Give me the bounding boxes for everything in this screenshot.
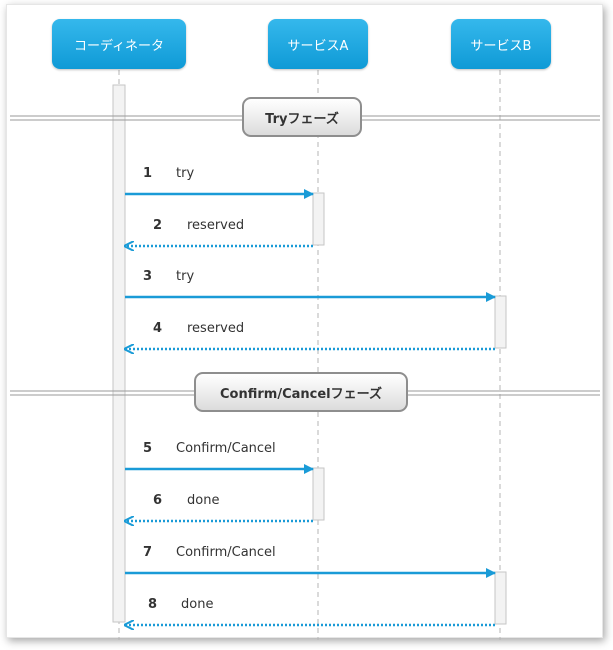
message-text-7: Confirm/Cancel bbox=[176, 545, 276, 560]
activation-serviceB-2 bbox=[494, 571, 507, 625]
activation-serviceA-1 bbox=[312, 192, 325, 246]
phase-label-confirm-cancel: Confirm/Cancelフェーズ bbox=[194, 372, 408, 412]
activation-serviceB-1 bbox=[494, 295, 507, 349]
message-text-5: Confirm/Cancel bbox=[176, 441, 276, 456]
message-text-3: try bbox=[176, 269, 195, 284]
message-number-3: 3 bbox=[143, 269, 153, 284]
message-text-4: reserved bbox=[187, 321, 245, 336]
phase-label-try: Tryフェーズ bbox=[242, 97, 362, 137]
message-text-6: done bbox=[187, 493, 220, 508]
message-number-8: 8 bbox=[148, 597, 158, 612]
message-number-7: 7 bbox=[143, 545, 153, 560]
message-text-1: try bbox=[176, 166, 195, 181]
message-text-8: done bbox=[181, 597, 214, 612]
message-number-6: 6 bbox=[153, 493, 163, 508]
message-arrows bbox=[125, 189, 496, 625]
message-number-4: 4 bbox=[153, 321, 163, 336]
activation-coordinator bbox=[112, 84, 126, 623]
message-text-2: reserved bbox=[187, 218, 245, 233]
participant-serviceB: サービスB bbox=[451, 19, 551, 69]
message-number-1: 1 bbox=[143, 166, 153, 181]
participant-coordinator: コーディネータ bbox=[52, 19, 186, 69]
activation-serviceA-2 bbox=[312, 467, 325, 521]
message-number-2: 2 bbox=[153, 218, 163, 233]
participant-serviceA: サービスA bbox=[268, 19, 368, 69]
message-number-5: 5 bbox=[143, 441, 153, 456]
